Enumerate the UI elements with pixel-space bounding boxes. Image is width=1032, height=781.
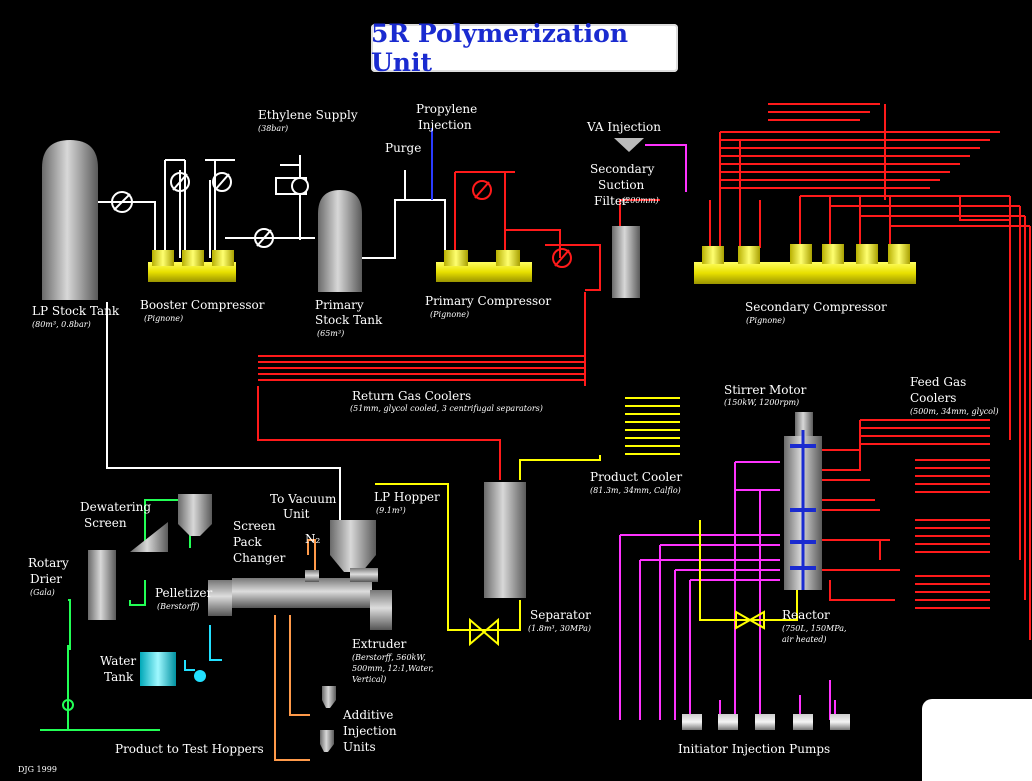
lp-stock-tank-label: LP Stock Tank — [32, 304, 120, 318]
feed-gas-coolers-label-1: Feed Gas — [910, 375, 967, 389]
secondary-compressor-label: Secondary Compressor — [745, 300, 887, 314]
product-cooler-label: Product Cooler — [590, 470, 683, 484]
primary-stock-tank — [318, 190, 362, 292]
secondary-suction-label-3: Filter — [594, 194, 628, 208]
drain-valve — [62, 699, 74, 711]
lp-hopper-label: LP Hopper — [374, 490, 440, 504]
water-tank-label-2: Tank — [104, 670, 134, 684]
magenta-piping — [619, 144, 836, 720]
extruder-spec-3: Vertical) — [352, 675, 387, 684]
extruder-spec-1: (Berstorff, 560kW, — [352, 653, 426, 662]
primary-compressor-spec: (Pignone) — [430, 310, 470, 319]
propylene-injection-label-1: Propylene — [416, 102, 478, 116]
separator-spec: (1.8m³, 30MPa) — [528, 624, 592, 633]
rotary-drier-label-2: Drier — [30, 572, 63, 586]
to-vacuum-unit-label-2: Unit — [283, 507, 310, 521]
ethylene-heater — [275, 177, 309, 195]
return-gas-coolers-label: Return Gas Coolers — [352, 389, 472, 403]
separator-label: Separator — [530, 608, 591, 622]
pelletizer-spec: (Berstorff) — [157, 602, 200, 611]
pelletizer-label: Pelletizer — [155, 586, 213, 600]
water-tank-label-1: Water — [100, 654, 137, 668]
water-piping — [40, 499, 222, 731]
lp-hopper — [330, 520, 376, 572]
secondary-suction-label-1: Secondary — [590, 162, 655, 176]
yellow-piping — [375, 397, 798, 631]
page-title: 5R Polymerization Unit — [371, 19, 629, 77]
extruder-spec-2: 500mm, 12:1,Water, — [352, 664, 434, 673]
secondary-suction-label-2: Suction — [598, 178, 645, 192]
primary-compressor — [436, 250, 532, 282]
stirrer-motor-spec: (150kW, 1200rpm) — [724, 398, 800, 407]
lp-hopper-spec: (9.1m³) — [376, 506, 406, 515]
ethylene-supply-spec: (38bar) — [258, 124, 289, 133]
separator-vessel — [484, 482, 526, 598]
additive-label-2: Injection — [343, 724, 397, 738]
additive-label-3: Units — [343, 740, 376, 754]
va-injection-valve — [614, 138, 644, 152]
initiator-pumps-group — [682, 714, 850, 730]
dewatering-screen-label-1: Dewatering — [80, 500, 152, 514]
orange-piping — [274, 539, 316, 761]
additive-label-1: Additive — [343, 708, 394, 722]
white-gas-piping — [97, 155, 446, 520]
secondary-suction-filter — [612, 226, 640, 298]
screen-pack-changer-label-2: Pack — [233, 535, 262, 549]
n2-label: N₂ — [305, 532, 321, 546]
product-cooler-spec: (81.3m, 34mm, Calflo) — [590, 486, 681, 495]
title-banner: 5R Polymerization Unit — [371, 19, 678, 77]
purge-label: Purge — [385, 141, 422, 155]
extruder-body — [208, 568, 392, 630]
reactor-spec-1: (750L, 150MPa, — [782, 624, 847, 633]
pellet-hopper — [178, 494, 212, 536]
feed-gas-coolers-spec: (500m, 34mm, glycol) — [910, 407, 999, 416]
water-tank-vessel — [140, 652, 176, 686]
primary-stock-tank-label-2: Stock Tank — [315, 313, 383, 327]
booster-compressor — [148, 250, 236, 282]
booster-compressor-spec: (Pignone) — [144, 314, 184, 323]
secondary-compressor — [694, 244, 916, 284]
dewatering-screen — [130, 522, 168, 552]
water-pump — [194, 670, 206, 682]
additive-hopper-1 — [322, 686, 336, 708]
lp-stock-tank — [42, 140, 98, 300]
reactor-spec-2: air heated) — [782, 635, 827, 644]
rotary-drier-vessel — [88, 550, 116, 620]
ethylene-supply-label: Ethylene Supply — [258, 108, 358, 122]
secondary-red-piping — [257, 103, 1031, 640]
primary-compressor-label: Primary Compressor — [425, 294, 552, 308]
va-injection-label: VA Injection — [587, 120, 661, 134]
reactor-red-feeds — [800, 449, 900, 571]
booster-compressor-label: Booster Compressor — [140, 298, 265, 312]
primary-stock-tank-label-1: Primary — [315, 298, 364, 312]
stirrer-motor-label: Stirrer Motor — [724, 383, 807, 397]
reactor-vessel — [784, 412, 822, 590]
additive-hopper-2 — [320, 730, 334, 752]
secondary-compressor-spec: (Pignone) — [746, 316, 786, 325]
yellow-valves — [469, 610, 765, 647]
screen-pack-changer-label-1: Screen — [233, 519, 276, 533]
primary-stock-tank-spec: (65m³) — [317, 329, 345, 338]
to-vacuum-unit-label-1: To Vacuum — [270, 492, 337, 506]
extruder-label: Extruder — [352, 637, 407, 651]
return-gas-coolers-spec: (51mm, glycol cooled, 3 centrifugal sepa… — [350, 404, 543, 413]
control-valves — [111, 172, 274, 248]
reactor-label: Reactor — [782, 608, 830, 622]
lp-stock-tank-spec: (80m³, 0.8bar) — [32, 320, 91, 329]
red-valves — [472, 180, 572, 268]
dewatering-screen-label-2: Screen — [84, 516, 127, 530]
corner-panel — [922, 699, 1032, 781]
product-to-test-hoppers-label: Product to Test Hoppers — [115, 742, 264, 756]
propylene-injection-label-2: Injection — [418, 118, 472, 132]
rotary-drier-label-1: Rotary — [28, 556, 69, 570]
screen-pack-changer-label-3: Changer — [233, 551, 286, 565]
secondary-suction-spec: (200mm) — [622, 196, 659, 205]
rotary-drier-spec: (Gala) — [30, 588, 55, 597]
footer-credit: DJG 1999 — [18, 765, 57, 774]
initiator-injection-pumps-label: Initiator Injection Pumps — [678, 742, 831, 756]
feed-gas-coolers-label-2: Coolers — [910, 391, 957, 405]
